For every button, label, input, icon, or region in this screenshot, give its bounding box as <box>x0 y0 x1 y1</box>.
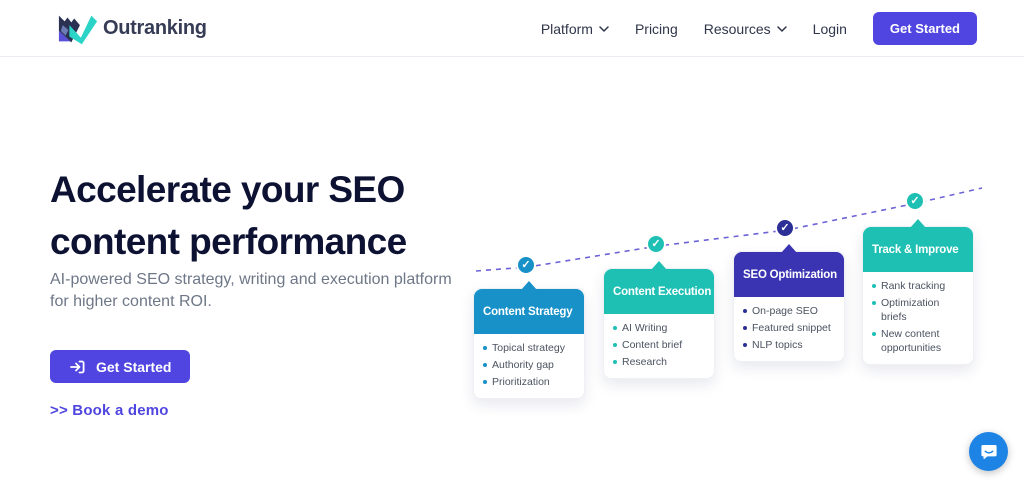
bullet-label: On-page SEO <box>752 305 818 317</box>
brand-logo[interactable]: Outranking <box>57 0 207 57</box>
nav-item-pricing[interactable]: Pricing <box>635 21 678 37</box>
page-title-line2: content performance <box>50 221 407 262</box>
card-content-execution: Content Execution AI Writing Content bri… <box>603 261 715 379</box>
bullet-label: Prioritization <box>492 376 550 388</box>
card-bullet: Rank tracking <box>872 279 967 293</box>
check-glyph: ✓ <box>651 237 661 250</box>
chat-widget-button[interactable] <box>969 432 1008 471</box>
card-pointer <box>910 219 926 228</box>
nav-links: Platform Pricing Resources Login Get Sta… <box>541 0 977 57</box>
mountain-logo-icon <box>57 11 99 47</box>
bullet-label: Content brief <box>622 339 683 351</box>
chevron-down-icon <box>776 25 787 32</box>
card-title: SEO Optimization <box>734 252 844 297</box>
card-bullet: Research <box>613 355 708 369</box>
bullet-label: AI Writing <box>622 322 668 334</box>
nav-item-platform[interactable]: Platform <box>541 21 609 37</box>
sign-in-arrow-icon <box>69 359 86 375</box>
bullet-label: Rank tracking <box>881 280 946 292</box>
card-bullet: Topical strategy <box>483 341 578 355</box>
chat-bubble-icon <box>979 442 999 462</box>
bullet-dot-icon <box>872 301 876 305</box>
bullet-dot-icon <box>483 380 487 384</box>
bullet-dot-icon <box>483 346 487 350</box>
checkpoint-icon-1: ✓ <box>516 255 536 275</box>
hero-get-started-label: Get Started <box>96 358 172 375</box>
bullet-dot-icon <box>613 360 617 364</box>
nav-get-started-button[interactable]: Get Started <box>872 12 977 45</box>
card-content-strategy: Content Strategy Topical strategy Author… <box>473 281 585 399</box>
nav-item-login-label: Login <box>812 20 847 37</box>
bullet-label: New content opportunities <box>881 328 942 354</box>
bullet-dot-icon <box>483 363 487 367</box>
page-title-line1: Accelerate your SEO <box>50 169 405 210</box>
hero-get-started-button[interactable]: Get Started <box>50 350 191 383</box>
check-glyph: ✓ <box>910 194 920 207</box>
card-bullet-list: Rank tracking Optimization briefs New co… <box>863 272 973 364</box>
nav-item-pricing-label: Pricing <box>634 20 678 37</box>
process-diagram: ✓ ✓ ✓ ✓ Content Strategy Topical strateg… <box>470 180 1010 420</box>
card-bullet: NLP topics <box>743 338 838 352</box>
card-bullet: New content opportunities <box>872 327 967 355</box>
card-title: Track & Improve <box>863 227 973 272</box>
bullet-dot-icon <box>613 343 617 347</box>
card-title: Content Execution <box>604 269 714 314</box>
card-bullet: Prioritization <box>483 375 578 389</box>
card-seo-optimization: SEO Optimization On-page SEO Featured sn… <box>733 244 845 362</box>
card-bullet: On-page SEO <box>743 304 838 318</box>
card-bullet: Authority gap <box>483 358 578 372</box>
check-glyph: ✓ <box>780 221 790 234</box>
bullet-dot-icon <box>743 326 747 330</box>
navbar: Outranking Platform Pricing Resources Lo… <box>0 0 1024 57</box>
nav-item-resources[interactable]: Resources <box>704 21 787 37</box>
card-track-improve: Track & Improve Rank tracking Optimizati… <box>862 219 974 365</box>
card-pointer <box>521 281 537 290</box>
card-pointer <box>651 261 667 270</box>
hero-subtitle: AI-powered SEO strategy, writing and exe… <box>50 271 452 310</box>
card-pointer <box>781 244 797 253</box>
checkpoint-icon-3: ✓ <box>775 218 795 238</box>
book-a-demo-link[interactable]: >> Book a demo <box>50 402 169 419</box>
card-bullet: Optimization briefs <box>872 296 967 324</box>
nav-item-login[interactable]: Login <box>813 21 847 37</box>
bullet-dot-icon <box>872 332 876 336</box>
card-title: Content Strategy <box>474 289 584 334</box>
checkpoint-icon-2: ✓ <box>646 234 666 254</box>
card-bullet-list: Topical strategy Authority gap Prioritiz… <box>474 334 584 398</box>
bullet-label: Authority gap <box>492 359 554 371</box>
bullet-dot-icon <box>743 343 747 347</box>
bullet-dot-icon <box>743 309 747 313</box>
card-bullet: Featured snippet <box>743 321 838 335</box>
bullet-label: NLP topics <box>752 339 803 351</box>
bullet-label: Featured snippet <box>752 322 831 334</box>
nav-item-resources-label: Resources <box>703 20 771 37</box>
bullet-dot-icon <box>613 326 617 330</box>
bullet-dot-icon <box>872 284 876 288</box>
card-bullet-list: On-page SEO Featured snippet NLP topics <box>734 297 844 361</box>
check-glyph: ✓ <box>521 258 531 271</box>
bullet-label: Research <box>622 356 667 368</box>
nav-item-platform-label: Platform <box>540 20 593 37</box>
card-bullet: AI Writing <box>613 321 708 335</box>
brand-name: Outranking <box>103 17 207 39</box>
bullet-label: Topical strategy <box>492 342 565 354</box>
card-bullet: Content brief <box>613 338 708 352</box>
page-title: Accelerate your SEO content performance <box>50 164 407 268</box>
bullet-label: Optimization briefs <box>881 297 940 323</box>
chevron-down-icon <box>599 25 609 32</box>
card-bullet-list: AI Writing Content brief Research <box>604 314 714 378</box>
checkpoint-icon-4: ✓ <box>905 191 925 211</box>
